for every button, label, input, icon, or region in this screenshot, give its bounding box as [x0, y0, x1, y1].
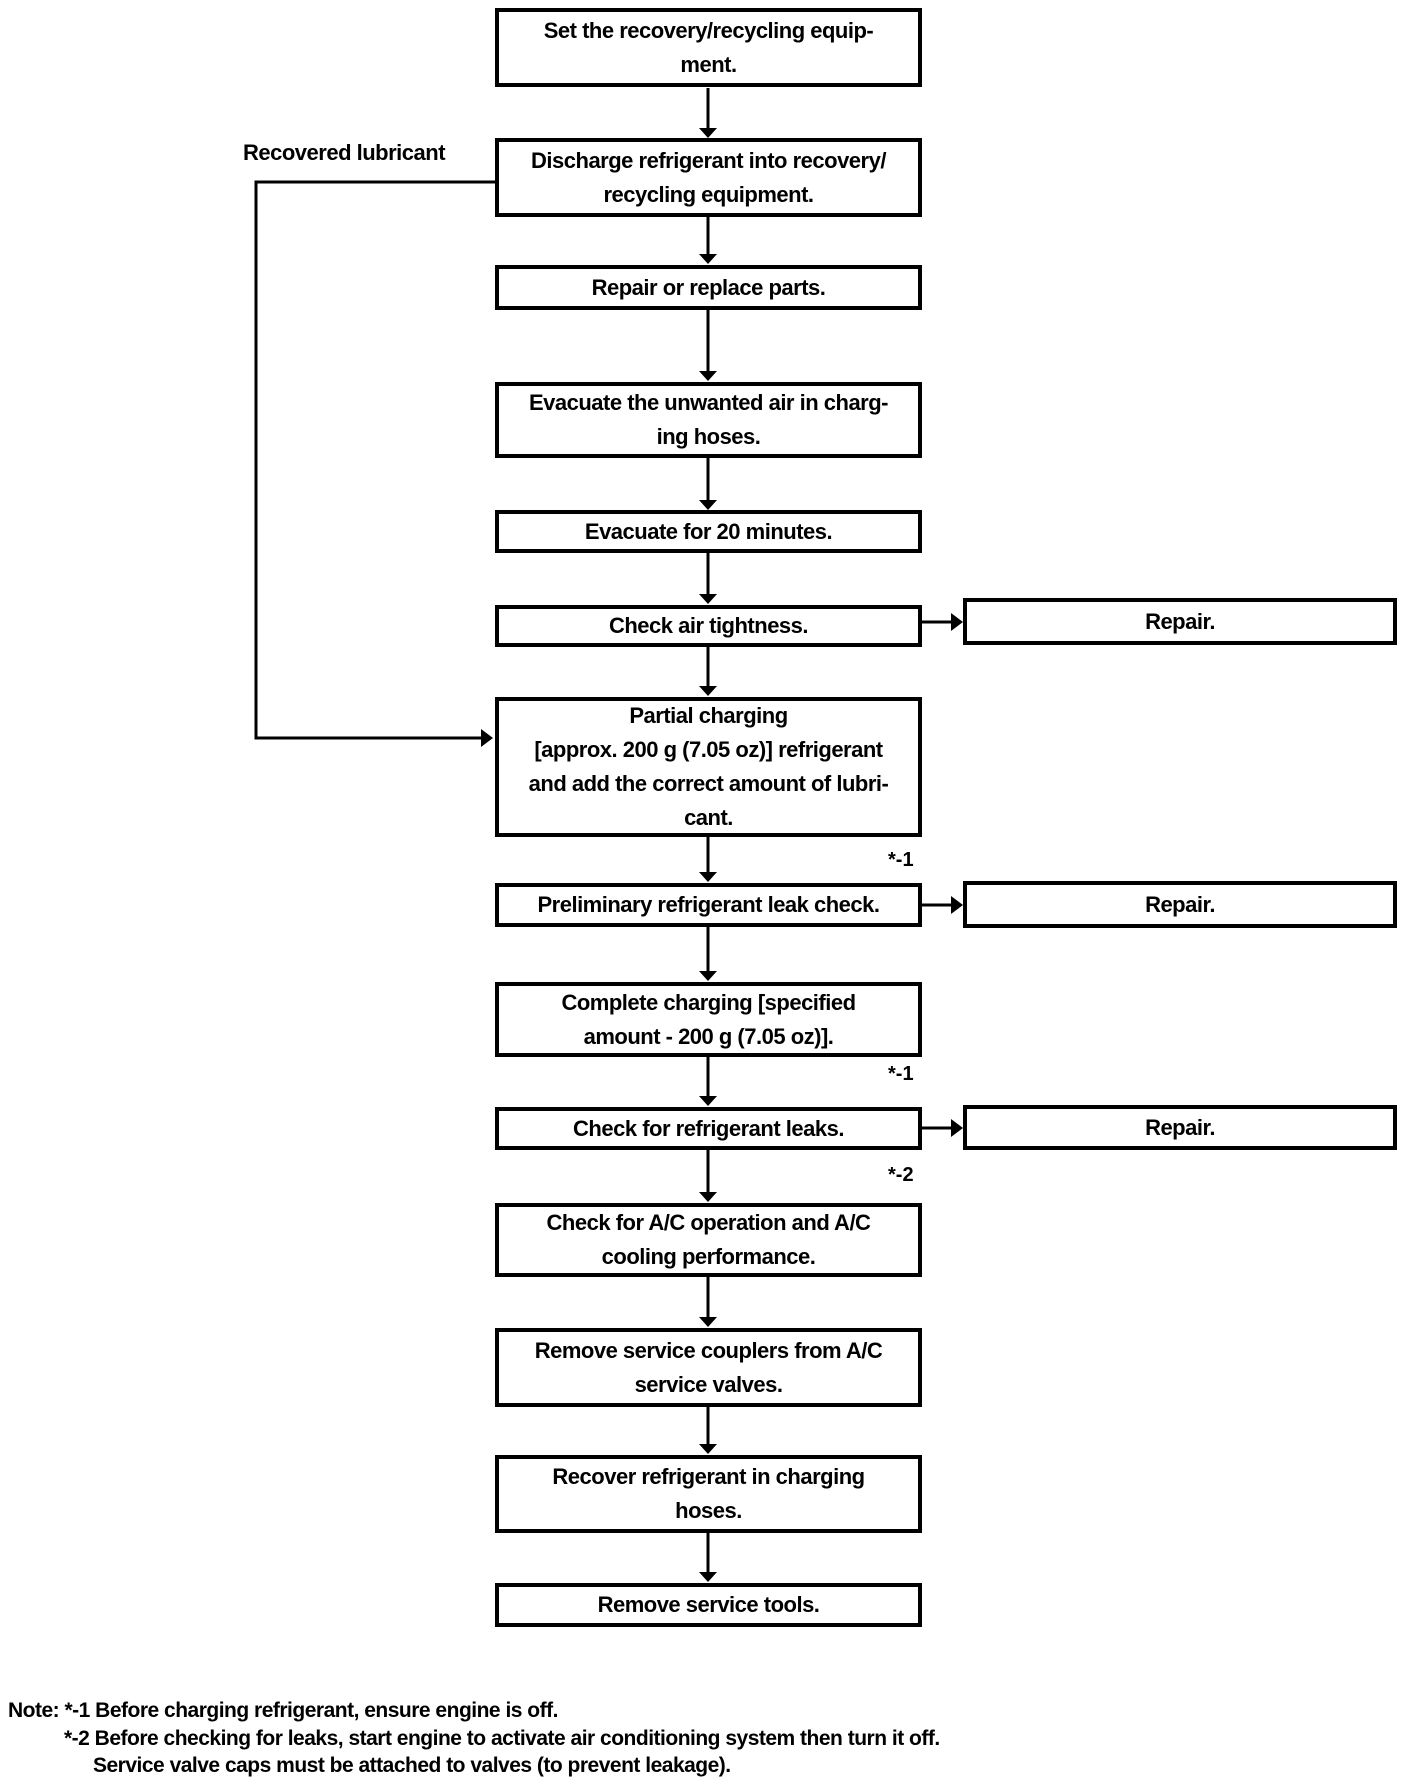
step-text-complete-charging: Complete charging [specified amount - 20…	[561, 989, 856, 1049]
arrowhead	[951, 1119, 963, 1137]
step-text-recover-refrigerant-hoses: Recover refrigerant in charging hoses.	[552, 1464, 865, 1523]
note-line-2: *-2 Before checking for leaks, start eng…	[64, 1727, 940, 1750]
step-text-check-refrigerant-leaks: Check for refrigerant leaks.	[573, 1115, 844, 1141]
step-box-discharge-refrigerant: Discharge refrigerant into recovery/ rec…	[495, 138, 922, 217]
step-box-repair-replace-parts: Repair or replace parts.	[495, 265, 922, 310]
step-box-check-ac-operation: Check for A/C operation and A/C cooling …	[495, 1203, 922, 1277]
arrowhead	[481, 729, 493, 747]
arrowhead	[699, 1444, 717, 1454]
step-text-partial-charging: Partial charging [approx. 200 g (7.05 oz…	[528, 703, 889, 830]
arrowhead	[951, 613, 963, 631]
arrowhead	[699, 1572, 717, 1582]
arrowhead	[699, 1096, 717, 1106]
step-box-partial-charging: Partial charging [approx. 200 g (7.05 oz…	[495, 697, 922, 837]
step-text-evacuate-20-minutes: Evacuate for 20 minutes.	[584, 518, 833, 544]
step-box-evacuate-air: Evacuate the unwanted air in charg- ing …	[495, 382, 922, 458]
note-line-1: Note: *-1 Before charging refrigerant, e…	[8, 1699, 558, 1722]
step-box-check-refrigerant-leaks: Check for refrigerant leaks.	[495, 1107, 922, 1150]
step-box-preliminary-leak-check: Preliminary refrigerant leak check.	[495, 883, 922, 927]
arrowhead	[699, 1192, 717, 1202]
step-text-remove-service-couplers: Remove service couplers from A/C service…	[534, 1337, 883, 1397]
step-text-preliminary-leak-check: Preliminary refrigerant leak check.	[537, 892, 880, 917]
step-box-remove-service-tools: Remove service tools.	[495, 1583, 922, 1627]
footnote-marker-1a: *-1	[888, 849, 914, 871]
step-text-discharge-refrigerant: Discharge refrigerant into recovery/ rec…	[531, 147, 886, 207]
step-text-evacuate-air: Evacuate the unwanted air in charg- ing …	[528, 390, 889, 449]
step-box-set-equipment: Set the recovery/recycling equip- ment.	[495, 8, 922, 87]
step-box-complete-charging: Complete charging [specified amount - 20…	[495, 982, 922, 1057]
step-box-evacuate-20-minutes: Evacuate for 20 minutes.	[495, 510, 922, 553]
repair-box-refrigerant-leaks: Repair.	[963, 1105, 1397, 1150]
step-box-remove-service-couplers: Remove service couplers from A/C service…	[495, 1328, 922, 1407]
step-text-repair-replace-parts: Repair or replace parts.	[591, 274, 826, 300]
step-text-check-air-tightness: Check air tightness.	[608, 613, 809, 638]
arrowhead	[699, 371, 717, 381]
arrowhead	[699, 594, 717, 604]
arrowhead	[699, 500, 717, 510]
footnote-marker-1b: *-1	[888, 1063, 914, 1085]
step-text-set-equipment: Set the recovery/recycling equip- ment.	[543, 17, 874, 77]
arrowhead	[699, 971, 717, 981]
arrowhead	[699, 686, 717, 696]
footnote-marker-2: *-2	[888, 1164, 914, 1186]
step-text-remove-service-tools: Remove service tools.	[597, 1592, 820, 1617]
repair-text: Repair.	[1145, 891, 1215, 917]
step-box-recover-refrigerant-hoses: Recover refrigerant in charging hoses.	[495, 1455, 922, 1533]
arrowhead	[951, 896, 963, 914]
arrowhead	[699, 872, 717, 882]
recovered-lubricant-line	[254, 180, 495, 740]
arrowhead	[699, 1317, 717, 1327]
repair-box-air-tightness: Repair.	[963, 598, 1397, 645]
recovered-lubricant-label: Recovered lubricant	[243, 140, 446, 165]
repair-box-preliminary-leak: Repair.	[963, 881, 1397, 928]
note-line-3: Service valve caps must be attached to v…	[93, 1754, 731, 1777]
arrowhead	[699, 128, 717, 138]
step-box-check-air-tightness: Check air tightness.	[495, 605, 922, 647]
repair-text: Repair.	[1145, 1114, 1215, 1140]
arrowhead	[699, 254, 717, 264]
step-text-check-ac-operation: Check for A/C operation and A/C cooling …	[546, 1210, 871, 1269]
repair-text: Repair.	[1145, 608, 1215, 634]
